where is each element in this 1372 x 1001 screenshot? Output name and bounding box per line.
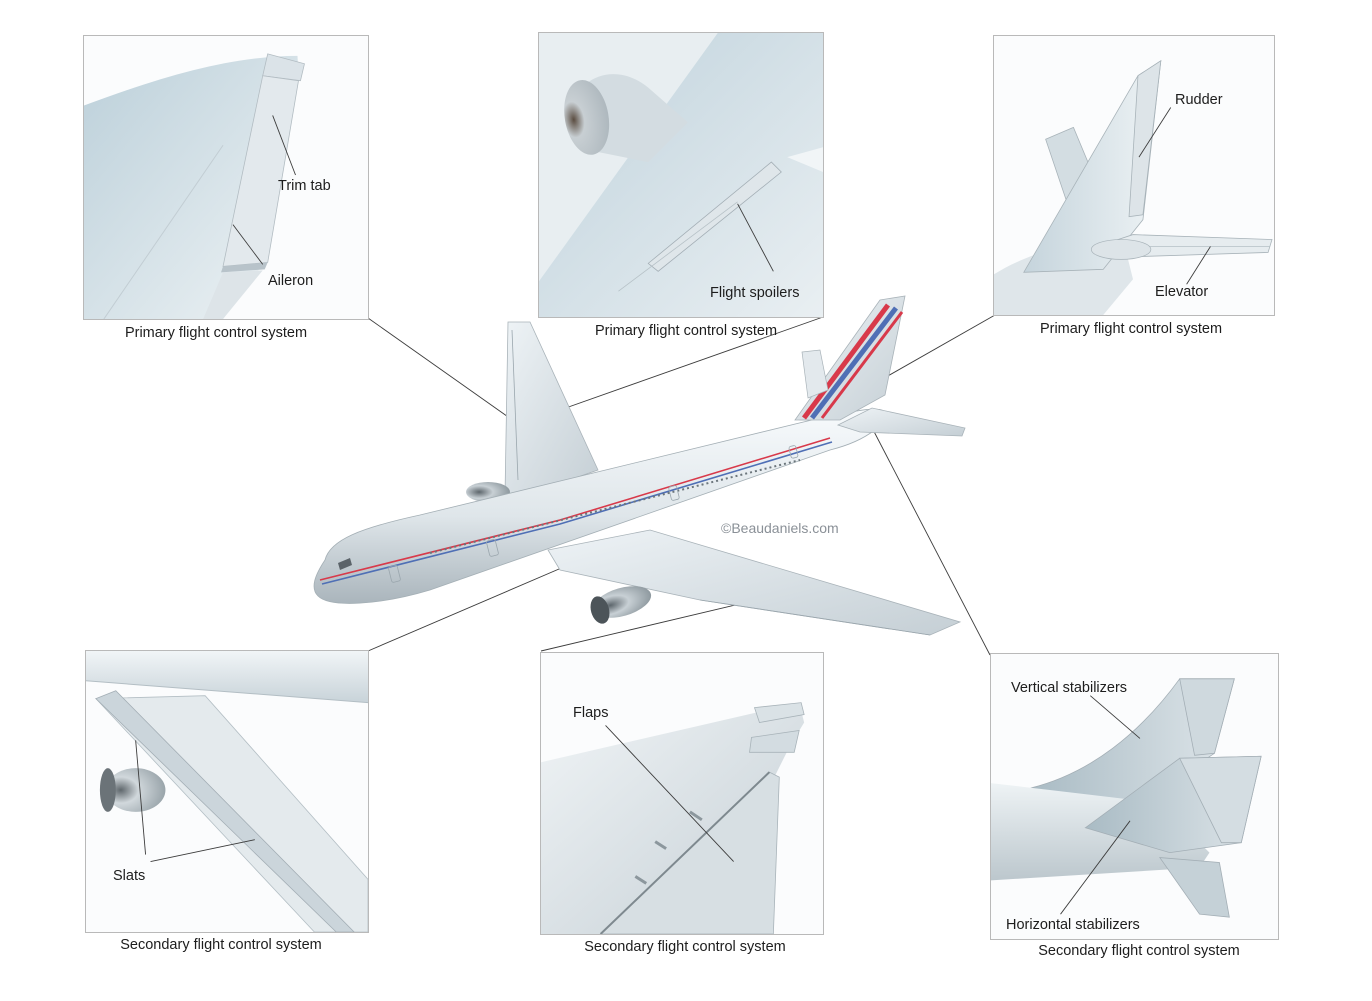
panel-aileron: Trim tab Aileron (83, 35, 369, 320)
near-wing (547, 529, 962, 636)
aileron-illustration (84, 53, 305, 319)
label-slats: Slats (113, 868, 146, 884)
far-wing (466, 321, 599, 502)
copyright-credit: ©Beaudaniels.com (721, 520, 839, 536)
panel-stabilizers: Vertical stabilizers Horizontal stabiliz… (990, 653, 1279, 940)
label-elevator: Elevator (1155, 284, 1209, 300)
caption-tail-primary: Primary flight control system (1039, 321, 1223, 337)
panel-flaps: Flaps (540, 652, 824, 935)
caption-aileron: Primary flight control system (124, 325, 308, 341)
tail-primary-illustration (994, 60, 1273, 315)
panel-tail-primary: Rudder Elevator (993, 35, 1275, 316)
caption-stabilizers: Secondary flight control system (1038, 943, 1240, 959)
tail-fin (794, 295, 906, 421)
panel-spoilers: Flight spoilers (538, 32, 824, 318)
flaps-illustration (541, 702, 805, 934)
slats-illustration (86, 651, 368, 932)
label-rudder: Rudder (1175, 92, 1223, 108)
label-vertical-stabilizers: Vertical stabilizers (1011, 680, 1128, 696)
caption-flaps: Secondary flight control system (584, 939, 786, 955)
panel-slats: Slats (85, 650, 369, 933)
spoilers-illustration (539, 33, 823, 317)
label-flaps: Flaps (573, 705, 609, 721)
label-flight-spoilers: Flight spoilers (710, 285, 800, 301)
label-trim-tab: Trim tab (278, 178, 331, 194)
stabilizers-illustration (991, 678, 1262, 918)
label-aileron: Aileron (268, 273, 314, 289)
label-horizontal-stabilizers: Horizontal stabilizers (1006, 917, 1140, 933)
caption-spoilers: Primary flight control system (594, 323, 778, 339)
caption-slats: Secondary flight control system (120, 937, 322, 953)
